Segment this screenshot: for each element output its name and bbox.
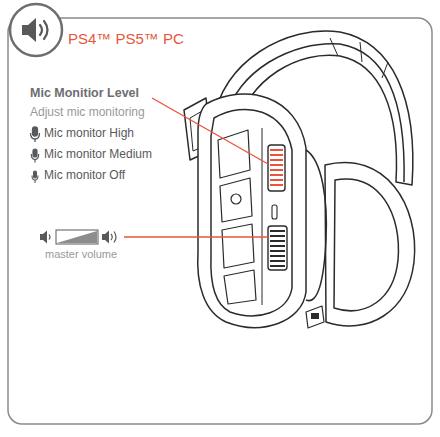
volume-scale-icon bbox=[40, 230, 116, 244]
mic-icon-off bbox=[32, 171, 38, 183]
setting-label: Mic monitor Medium bbox=[44, 148, 152, 162]
mic-icon-medium bbox=[31, 149, 38, 163]
headset-drawing bbox=[184, 31, 415, 328]
leader-line bbox=[152, 98, 268, 164]
section-subheading: Adjust mic monitoring bbox=[30, 106, 145, 120]
mic-icon-high bbox=[31, 127, 40, 142]
setting-label: Mic monitor High bbox=[44, 127, 134, 141]
setting-label: Mic monitor Off bbox=[44, 169, 125, 183]
panel-title: PS4™ PS5™ PC bbox=[68, 30, 184, 47]
volume-dial bbox=[268, 226, 287, 270]
section-heading: Mic Monitior Level bbox=[30, 86, 139, 100]
leader-line bbox=[124, 236, 268, 237]
audio-badge bbox=[10, 4, 62, 56]
control-label: master volume bbox=[45, 248, 117, 261]
panel-border bbox=[8, 18, 432, 424]
mic-monitor-dial bbox=[268, 145, 285, 191]
